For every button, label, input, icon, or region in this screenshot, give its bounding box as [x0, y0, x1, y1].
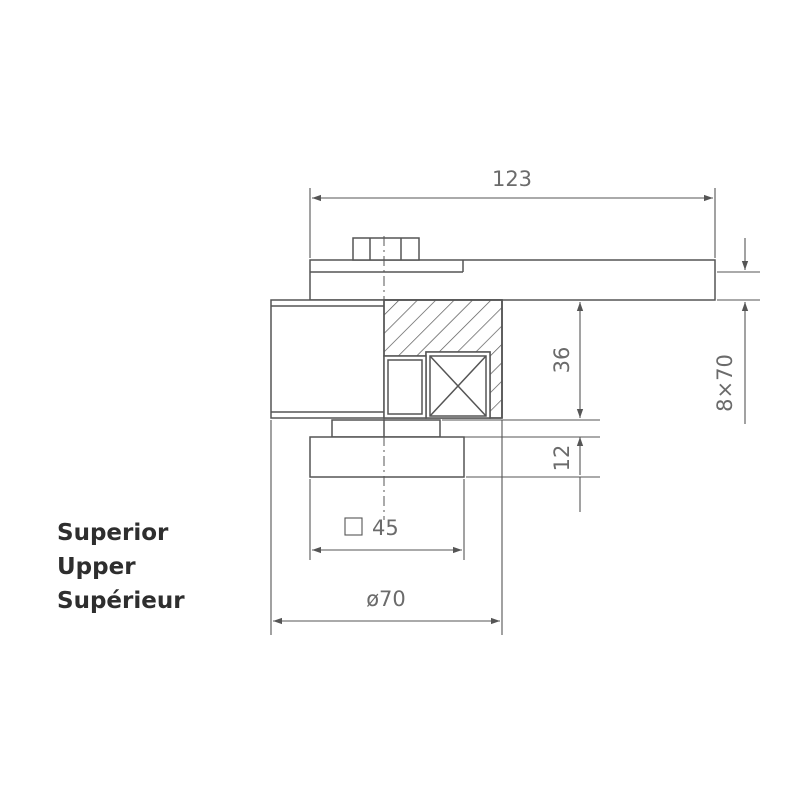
dim-label-123: 123 — [492, 167, 532, 191]
caption-block: Superior Upper Supérieur — [57, 516, 185, 618]
bolt-head — [352, 237, 420, 261]
dim-label-12: 12 — [550, 445, 574, 472]
base-plate — [309, 436, 465, 478]
dim-label-8x70: 8×70 — [713, 354, 737, 412]
caption-line: Superior — [57, 520, 169, 546]
dim-label-45: 45 — [372, 516, 399, 540]
caption-line: Supérieur — [57, 588, 185, 614]
dim-square-section — [309, 479, 465, 560]
dim-label-36: 36 — [550, 347, 574, 374]
dim-diameter — [270, 420, 503, 635]
dim-label-diameter: ø70 — [366, 587, 406, 611]
caption-line: Upper — [57, 554, 136, 580]
square-symbol-icon — [344, 517, 363, 536]
dim-overall-width — [309, 188, 716, 258]
dim-flat-bar — [717, 238, 760, 424]
lower-hub — [331, 419, 441, 438]
square-insert — [429, 355, 487, 417]
flat-bar — [309, 259, 716, 301]
spindle — [383, 355, 427, 419]
dim-block-and-base — [442, 299, 600, 512]
